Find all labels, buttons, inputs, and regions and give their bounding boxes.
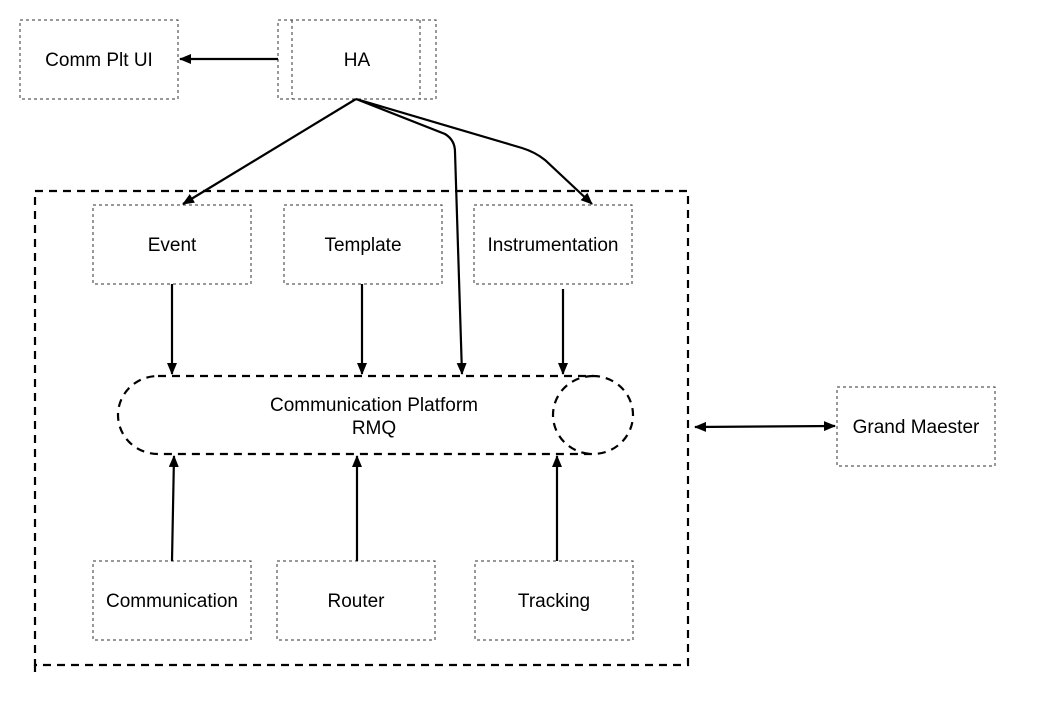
grand-maester-label: Grand Maester [853, 417, 980, 438]
ha-label: HA [344, 50, 371, 71]
router-node: Router [276, 560, 436, 641]
platform-label-line2: RMQ [352, 418, 396, 439]
comm-plt-ui-node: Comm Plt UI [19, 19, 179, 100]
edge-ha-to-event [182, 98, 357, 205]
edges [167, 54, 836, 562]
router-label: Router [327, 591, 385, 612]
edge-platform-grand-maester [694, 421, 836, 432]
tracking-node: Tracking [474, 560, 634, 641]
template-node: Template [283, 204, 443, 285]
event-label: Event [148, 235, 197, 256]
platform-label-line1: Communication Platform [270, 395, 478, 416]
instrumentation-node: Instrumentation [473, 204, 633, 285]
event-node: Event [92, 204, 252, 285]
template-label: Template [324, 235, 401, 256]
platform-container [33, 189, 690, 672]
tracking-label: Tracking [518, 591, 590, 612]
communication-platform-node: Communication Platform RMQ [116, 374, 635, 456]
ha-node: HA [277, 19, 437, 100]
edge-communication-to-platform [168, 455, 179, 562]
edge-ha-to-platform [355, 97, 467, 375]
comm-plt-ui-label: Comm Plt UI [45, 50, 153, 71]
communication-label: Communication [106, 591, 238, 612]
communication-node: Communication [92, 560, 252, 641]
grand-maester-node: Grand Maester [836, 386, 996, 467]
instrumentation-label: Instrumentation [488, 235, 619, 256]
edge-ha-to-instrumentation [355, 97, 593, 205]
